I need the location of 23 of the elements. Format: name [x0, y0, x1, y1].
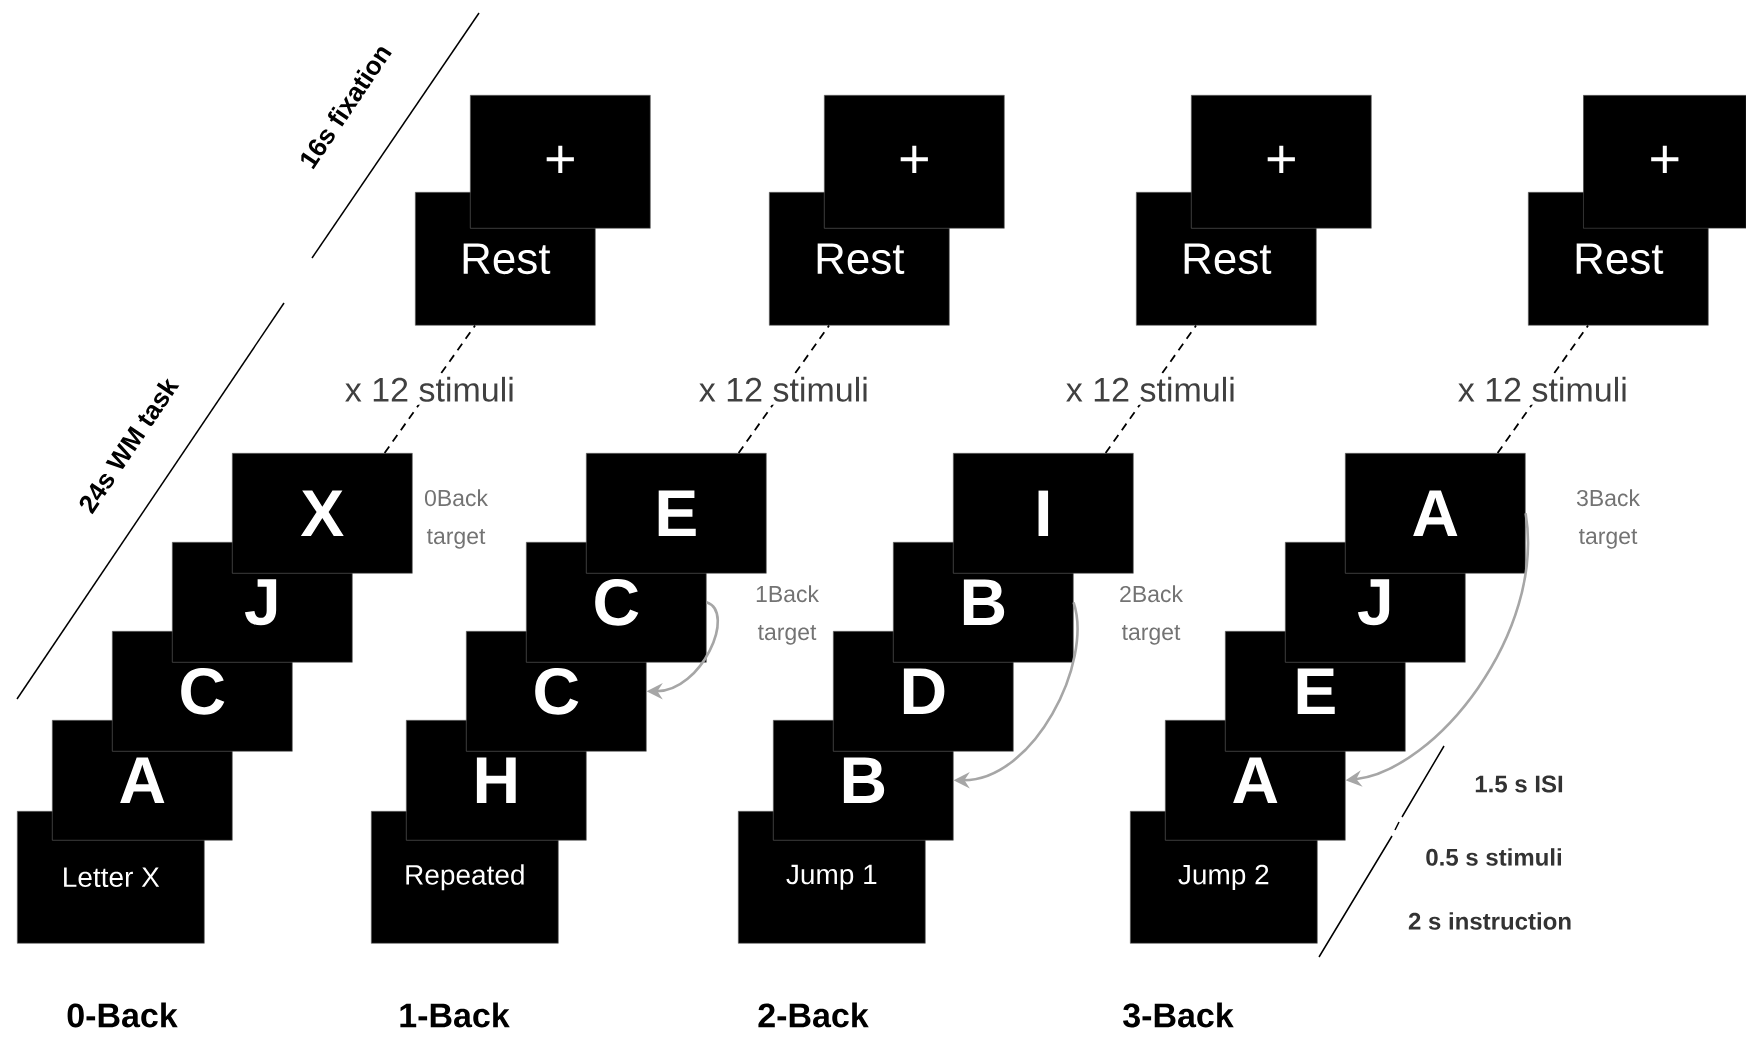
target-note: 0Back target: [424, 489, 488, 549]
fixation-card: +: [824, 95, 1005, 229]
edge-label: x 12 stimuli: [695, 373, 872, 405]
edge-label: x 12 stimuli: [341, 373, 518, 405]
fixation-card: +: [1191, 95, 1372, 229]
letter-card: A: [1345, 453, 1526, 574]
target-note: 3Back target: [1576, 489, 1640, 549]
condition-heading: 2-Back: [758, 1002, 869, 1028]
target-note: 2Back target: [1120, 585, 1183, 645]
condition-heading: 3-Back: [1123, 1002, 1234, 1028]
edge-label: x 12 stimuli: [1062, 373, 1239, 405]
fixation-card: +: [470, 95, 651, 229]
condition-heading: 1-Back: [400, 1002, 510, 1028]
edge-label: x 12 stimuli: [1454, 373, 1631, 405]
timing-label: 0.5 s stimuli: [1426, 848, 1561, 866]
timing-label: 1.5 s ISI: [1475, 775, 1563, 793]
fixation-card: +: [1583, 95, 1746, 229]
timing-label: 2 s instruction: [1408, 912, 1571, 930]
letter-card: I: [953, 453, 1134, 574]
letter-card: X: [232, 453, 413, 574]
target-note: 1Back target: [756, 585, 819, 645]
letter-card: E: [586, 453, 767, 574]
condition-heading: 0-Back: [67, 1002, 178, 1028]
